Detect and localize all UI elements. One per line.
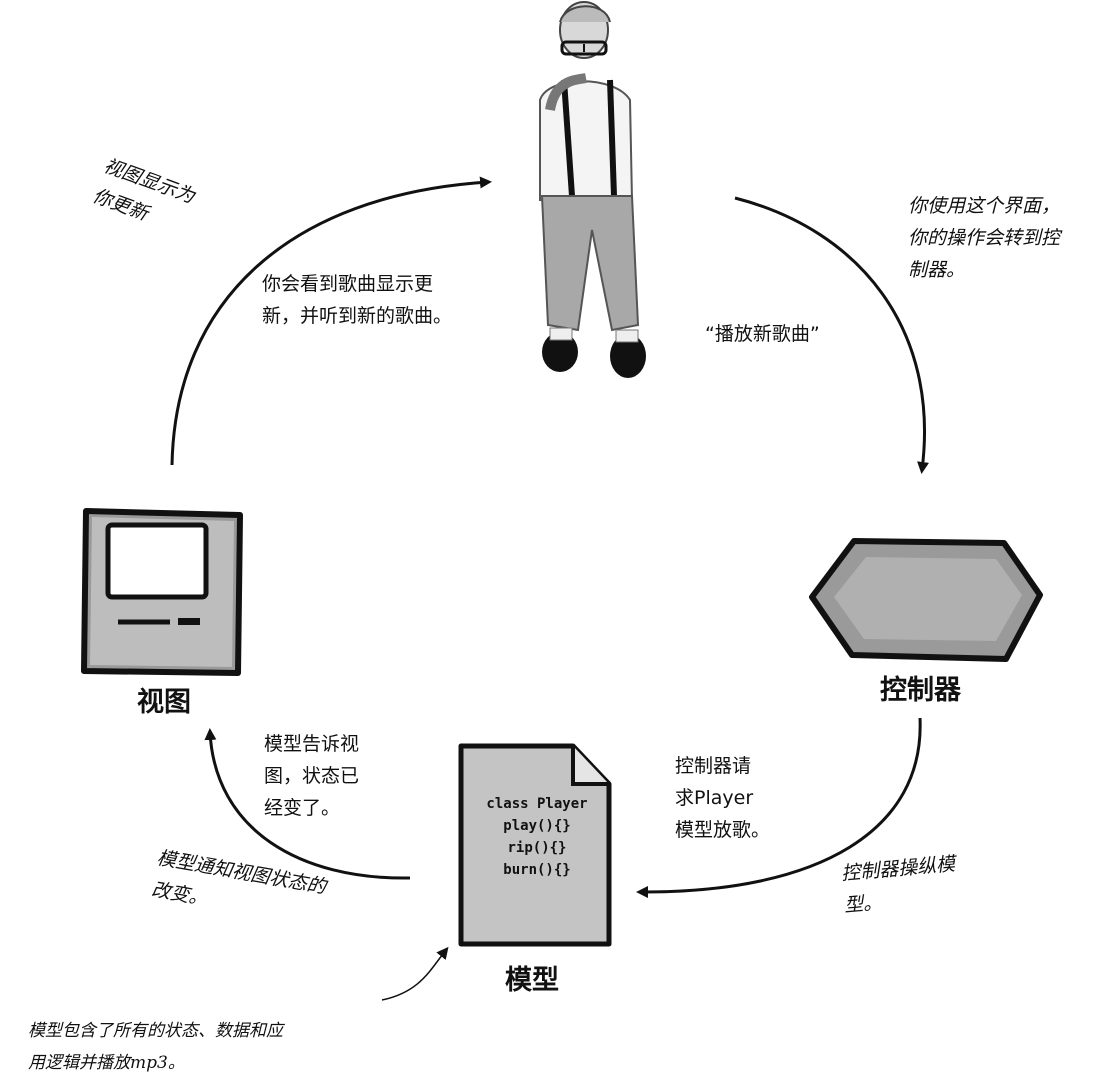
annotation-line: 你会看到歌曲显示更 (262, 273, 434, 295)
code-line: burn(){} (503, 862, 571, 878)
model-icon (458, 743, 612, 947)
controller-label: 控制器 (880, 675, 961, 706)
annotation-line: 图，状态已 (264, 765, 360, 787)
annotation-line: 模型包含了所有的状态、数据和应 (28, 1021, 283, 1041)
annotation-line: 控制器请 (675, 755, 752, 777)
annotation-line: 求Player (675, 787, 754, 809)
code-line: class Player (486, 796, 588, 812)
annotation-controller-request: 控制器请 求Player 模型放歌。 (675, 750, 770, 846)
view-icon (81, 508, 243, 676)
arrow-model-to-view (204, 728, 411, 880)
annotation-line: 你使用这个界面， (908, 195, 1061, 217)
arrow-view-to-user (170, 176, 492, 466)
annotation-controller-manipulates: 控制器操纵模 型。 (840, 848, 959, 922)
arrow-note-to-model (381, 946, 449, 1001)
annotation-line: 你的操作会转到控 (908, 227, 1061, 249)
annotation-line: 模型告诉视 (264, 733, 360, 755)
annotation-model-contains: 模型包含了所有的状态、数据和应 用逻辑并播放mp3。 (28, 1015, 283, 1079)
code-line: play(){} (503, 818, 571, 834)
annotation-line: 用逻辑并播放mp3。 (28, 1053, 185, 1073)
person-figure (539, 1, 646, 378)
controller-icon (809, 538, 1043, 662)
view-label: 视图 (137, 687, 191, 718)
annotation-line: 新，并听到新的歌曲。 (262, 305, 453, 327)
model-code: class Player play(){} rip(){} burn(){} (472, 793, 602, 881)
arrow-controller-to-model (636, 717, 922, 899)
annotation-line: 制器。 (908, 259, 966, 281)
annotation-line: 经变了。 (264, 797, 341, 819)
annotation-play-new-song: “播放新歌曲” (705, 323, 820, 345)
annotation-line: 模型放歌。 (675, 819, 771, 841)
model-label: 模型 (505, 965, 559, 996)
code-line: rip(){} (507, 840, 567, 856)
annotation-see-song: 你会看到歌曲显示更 新，并听到新的歌曲。 (262, 268, 452, 332)
annotation-model-tells-view: 模型告诉视 图，状态已 经变了。 (264, 728, 359, 824)
arrow-user-to-controller (734, 196, 929, 474)
annotation-use-interface: 你使用这个界面， 你的操作会转到控 制器。 (908, 190, 1060, 286)
